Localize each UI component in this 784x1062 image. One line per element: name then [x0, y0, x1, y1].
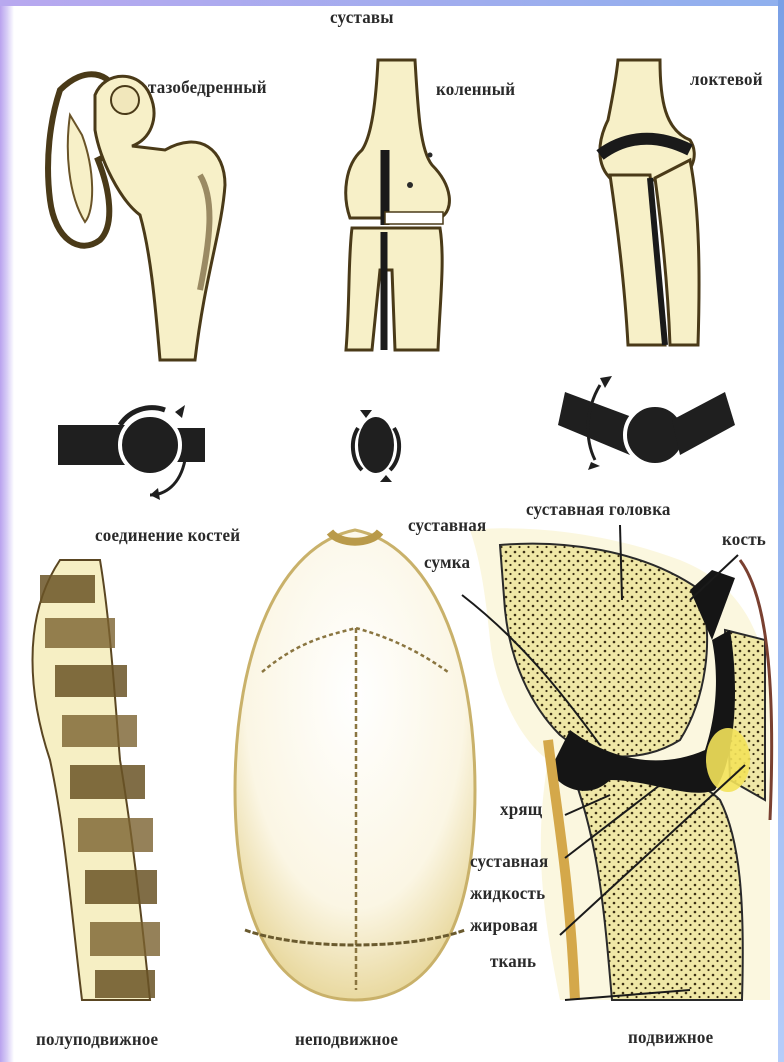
- semi-movable-label: полуподвижное: [36, 1030, 158, 1051]
- knee-joint-illustration: [346, 60, 450, 350]
- joint-head-label: суставная головка: [526, 500, 671, 521]
- knee-joint-label: коленный: [436, 80, 515, 101]
- title-label: суставы: [330, 8, 394, 29]
- fluid-label-line2: жидкость: [470, 884, 545, 905]
- spine-illustration: [33, 560, 161, 1000]
- immovable-label: неподвижное: [295, 1030, 398, 1051]
- skull-illustration: [235, 530, 475, 1000]
- ball-joint-schematic: [58, 405, 205, 500]
- fat-label-line1: жировая: [470, 916, 538, 937]
- hip-joint-illustration: [48, 74, 225, 360]
- elbow-joint-illustration: [600, 60, 699, 345]
- fat-label-line2: ткань: [490, 952, 536, 973]
- hinge-joint-schematic: [353, 410, 399, 482]
- cartilage-label: хрящ: [500, 800, 542, 821]
- elbow-joint-label: локтевой: [690, 70, 763, 91]
- bone-connection-label: соединение костей: [95, 526, 240, 547]
- hip-joint-label: тазобедренный: [148, 78, 267, 99]
- pivot-joint-schematic: [558, 376, 735, 470]
- fluid-label-line1: суставная: [470, 852, 548, 873]
- capsule-label-line2: сумка: [424, 553, 470, 574]
- capsule-label-line1: суставная: [408, 516, 486, 537]
- bone-label: кость: [722, 530, 766, 551]
- movable-label: подвижное: [628, 1028, 713, 1049]
